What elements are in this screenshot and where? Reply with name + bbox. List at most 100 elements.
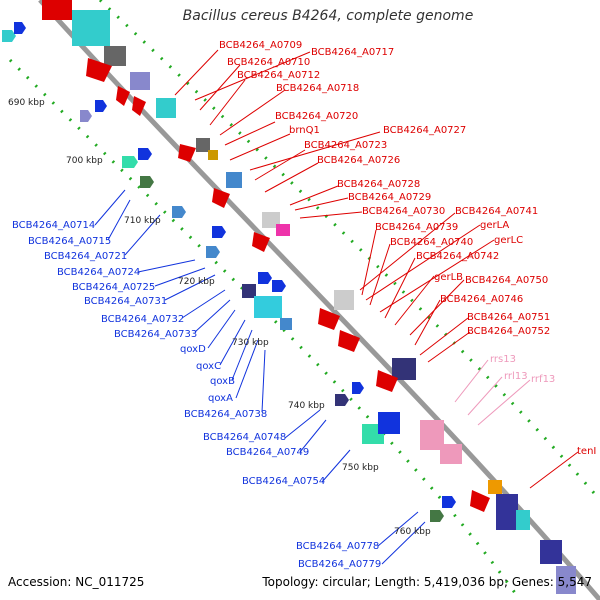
gene-label: BCB4264_A0724 <box>57 267 140 278</box>
gene-label: BCB4264_A0720 <box>275 111 358 122</box>
map-title: Bacillus cereus B4264, complete genome <box>182 8 474 24</box>
gene-label: BCB4264_A0715 <box>28 236 111 247</box>
gene-block <box>130 72 150 90</box>
gene-label: BCB4264_A0717 <box>311 47 394 58</box>
tick-row-outer <box>8 58 522 600</box>
gene-label: BCB4264_A0750 <box>465 275 548 286</box>
gene-block <box>226 172 242 188</box>
kbp-label: 760 kbp <box>394 527 431 537</box>
gene-label: BCB4264_A0726 <box>317 155 400 166</box>
kbp-label: 720 kbp <box>178 277 215 287</box>
gene-label: BCB4264_A0723 <box>304 140 387 151</box>
gene-block <box>104 46 126 66</box>
forward-strand-genes <box>42 0 576 594</box>
gene-arrow <box>86 58 112 82</box>
gene-label: qoxB <box>210 376 235 387</box>
gene-label: BCB4264_A0741 <box>455 206 538 217</box>
gene-label: BCB4264_A0718 <box>276 83 359 94</box>
kbp-labels: 690 kbp 700 kbp 710 kbp 720 kbp 730 kbp … <box>8 98 431 537</box>
gene-block <box>196 138 210 152</box>
gene-label: BCB4264_A0728 <box>337 179 420 190</box>
gene-label: BCB4264_A0752 <box>467 326 550 337</box>
kbp-label: 730 kbp <box>232 338 269 348</box>
gene-label: rrf13 <box>531 374 555 385</box>
gene-arrow <box>352 382 364 394</box>
gene-arrow <box>272 280 286 292</box>
gene-label: BCB4264_A0732 <box>101 314 184 325</box>
kbp-label: 690 kbp <box>8 98 45 108</box>
gene-label: BCB4264_A0727 <box>383 125 466 136</box>
gene-block <box>242 284 256 298</box>
gene-label: BCB4264_A0730 <box>362 206 445 217</box>
gene-label: BCB4264_A0742 <box>416 251 499 262</box>
gene-arrow <box>470 490 490 512</box>
gene-block <box>378 412 400 434</box>
gene-block <box>208 150 218 160</box>
gene-block <box>334 290 354 310</box>
gene-arrow <box>442 496 456 508</box>
gene-label: qoxA <box>208 393 233 404</box>
gene-arrow <box>338 330 360 352</box>
tick-row-inner <box>98 0 600 501</box>
gene-block <box>488 480 502 494</box>
gene-arrow <box>14 22 26 34</box>
gene-arrow <box>140 176 154 188</box>
gene-block <box>280 318 292 330</box>
gene-block <box>516 510 530 530</box>
gene-label: gerLB <box>434 272 463 283</box>
gene-arrow <box>2 30 16 42</box>
gene-block <box>440 444 462 464</box>
gene-arrow <box>132 96 146 116</box>
gene-block <box>540 540 562 564</box>
reverse-strand-genes <box>2 22 456 522</box>
gene-arrow <box>178 144 196 162</box>
gene-label: BCB4264_A0721 <box>44 251 127 262</box>
kbp-label: 710 kbp <box>124 216 161 226</box>
gene-label: BCB4264_A0709 <box>219 40 302 51</box>
gene-label: BCB4264_A0739 <box>375 222 458 233</box>
gene-arrow <box>376 370 398 392</box>
gene-block <box>72 10 110 46</box>
gene-label: BCB4264_A0746 <box>440 294 523 305</box>
gene-label: BCB4264_A0733 <box>114 329 197 340</box>
gene-label: rrs13 <box>490 354 516 365</box>
accession-text: Accession: NC_011725 <box>8 575 145 589</box>
gene-label: BCB4264_A0740 <box>390 237 473 248</box>
leader-lines-blue <box>94 189 426 565</box>
gene-arrow <box>122 156 138 168</box>
gene-label: BCB4264_A0749 <box>226 447 309 458</box>
gene-arrow <box>116 86 130 106</box>
gene-label: BCB4264_A0738 <box>184 409 267 420</box>
gene-arrow <box>95 100 107 112</box>
gene-block <box>392 358 416 380</box>
gene-arrow <box>252 232 270 252</box>
gene-label: brnQ1 <box>289 125 320 136</box>
gene-label: rrl13 <box>504 371 528 382</box>
gene-block <box>254 296 282 318</box>
gene-label: BCB4264_A0712 <box>237 70 320 81</box>
gene-arrow <box>80 110 92 122</box>
gene-block <box>156 98 176 118</box>
gene-label: qoxD <box>180 344 206 355</box>
gene-labels-reverse: BCB4264_A0714 BCB4264_A0715 BCB4264_A072… <box>12 220 381 570</box>
gene-label: BCB4264_A0710 <box>227 57 310 68</box>
gene-arrow <box>138 148 152 160</box>
gene-arrow <box>430 510 444 522</box>
gene-labels-rna: rrs13 rrl13 rrf13 <box>490 354 555 385</box>
gene-block <box>496 494 518 530</box>
gene-label: BCB4264_A0778 <box>296 541 379 552</box>
gene-arrow <box>206 246 220 258</box>
gene-block <box>42 0 72 20</box>
gene-label: qoxC <box>196 361 221 372</box>
gene-label: BCB4264_A0748 <box>203 432 286 443</box>
gene-label: gerLA <box>480 220 509 231</box>
leader-lines-pink <box>454 359 531 426</box>
gene-arrow <box>172 206 186 218</box>
kbp-label: 750 kbp <box>342 463 379 473</box>
gene-block <box>556 566 576 594</box>
gene-arrow <box>212 226 226 238</box>
gene-label: BCB4264_A0725 <box>72 282 155 293</box>
gene-block <box>262 212 280 228</box>
